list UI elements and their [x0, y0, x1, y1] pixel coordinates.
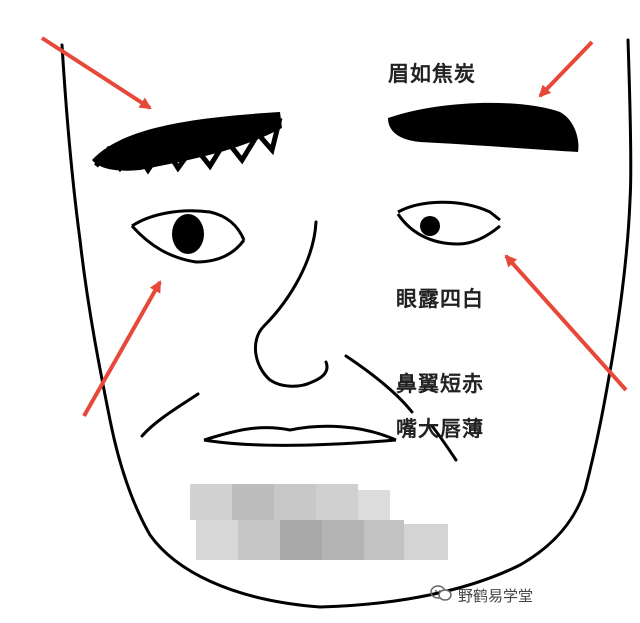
right-eye — [396, 200, 501, 246]
face-outline — [60, 38, 633, 609]
arrow-left-brow — [40, 36, 152, 110]
nose — [253, 220, 458, 462]
wechat-official-account-icon — [430, 584, 452, 606]
left-eye — [130, 209, 246, 264]
left-eyebrow — [92, 112, 283, 175]
mouth — [203, 424, 397, 447]
blurred-region — [190, 484, 448, 560]
annotation-arrows — [40, 36, 628, 417]
arrow-left-eye — [82, 280, 162, 417]
label-nose: 鼻翼短赤 — [396, 372, 484, 396]
arrow-right-brow — [538, 40, 594, 98]
arrow-right-eye — [504, 254, 628, 392]
label-mouth: 嘴大唇薄 — [396, 417, 484, 441]
right-eyebrow — [388, 102, 579, 152]
label-brow: 眉如焦炭 — [388, 62, 476, 86]
watermark: 野鹤易学堂 — [430, 575, 635, 615]
label-eye: 眼露四白 — [396, 287, 484, 311]
left-cheek-line — [140, 392, 200, 438]
watermark-text: 野鹤易学堂 — [458, 586, 534, 605]
